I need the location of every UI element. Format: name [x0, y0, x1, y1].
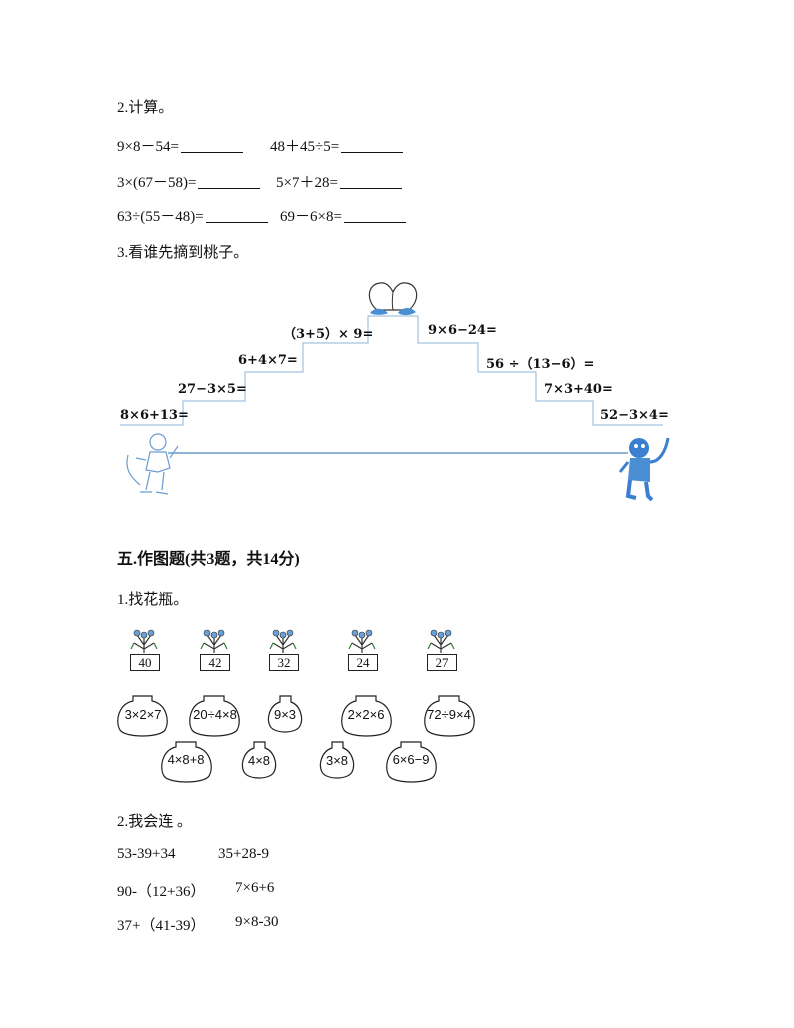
vase-label: 4×8	[247, 753, 271, 768]
flower-number-box: 32	[269, 654, 299, 671]
match-right-1[interactable]: 35+28-9	[218, 846, 269, 862]
q3-title: 3.看谁先摘到桃子。	[117, 245, 249, 261]
step-right-1: 9×6−24=	[428, 323, 497, 338]
flower-number-box: 27	[427, 654, 457, 671]
vase-icon	[424, 695, 475, 737]
match-right-2[interactable]: 7×6+6	[235, 880, 275, 896]
step-left-4: （3+5）× 9=	[283, 327, 374, 342]
vase-label: 6×6−9	[392, 752, 430, 767]
vase-icon	[341, 695, 392, 737]
answer-blank[interactable]	[180, 138, 243, 153]
child-figure-icon	[126, 433, 179, 495]
vase-icon	[267, 695, 303, 733]
answer-blank[interactable]	[343, 208, 406, 223]
q2-expr-5: 63÷(55－48)=	[117, 205, 268, 226]
answer-blank[interactable]	[341, 138, 404, 153]
staircase-line	[120, 315, 663, 426]
flower-number-box: 40	[130, 654, 160, 671]
q2-expr-4: 5×7＋28=	[276, 171, 402, 192]
flower-number-box: 42	[200, 654, 230, 671]
step-right-2: 56 ÷（13−6）=	[486, 357, 595, 372]
vase-label: 2×2×6	[347, 707, 385, 722]
vase-icon	[241, 741, 277, 779]
step-right-4: 52−3×4=	[600, 408, 669, 423]
vase-label: 20÷4×8	[193, 707, 237, 722]
vase-icon	[117, 695, 168, 737]
peach-icon	[368, 282, 418, 316]
q2-expr-1: 9×8－54=	[117, 135, 243, 156]
vase-label: 3×2×7	[124, 707, 162, 722]
step-right-3: 7×3+40=	[544, 382, 613, 397]
step-left-3: 6+4×7=	[238, 353, 298, 368]
vase-icon	[319, 741, 355, 779]
step-left-1: 8×6+13=	[120, 408, 189, 423]
answer-blank[interactable]	[205, 208, 268, 223]
match-left-1[interactable]: 53-39+34	[117, 846, 176, 862]
vase-label: 9×3	[273, 707, 297, 722]
match-left-3[interactable]: 37+（41-39）	[117, 918, 206, 934]
answer-blank[interactable]	[339, 174, 402, 189]
match-left-2[interactable]: 90-（12+36）	[117, 884, 206, 900]
q2-expr-2: 48＋45÷5=	[270, 135, 404, 156]
vase-icon	[161, 741, 212, 783]
vase-icon	[386, 741, 437, 783]
q5-2-title: 2.我会连 。	[117, 814, 193, 830]
q2-expr-3: 3×(67－58)=	[117, 171, 261, 192]
vase-icon	[189, 695, 240, 737]
answer-blank[interactable]	[198, 174, 261, 189]
match-right-3[interactable]: 9×8-30	[235, 914, 279, 930]
section-title: 五.作图题(共3题，共14分)	[117, 551, 300, 568]
step-left-2: 27−3×5=	[178, 382, 247, 397]
vase-label: 4×8+8	[167, 752, 205, 767]
monkey-icon	[618, 437, 670, 502]
vase-label: 72÷9×4	[427, 707, 471, 722]
q2-expr-6: 69－6×8=	[280, 205, 406, 226]
q5-1-title: 1.找花瓶。	[117, 592, 189, 608]
vase-label: 3×8	[325, 753, 349, 768]
q2-title: 2.计算。	[117, 100, 174, 116]
flower-number-box: 24	[348, 654, 378, 671]
